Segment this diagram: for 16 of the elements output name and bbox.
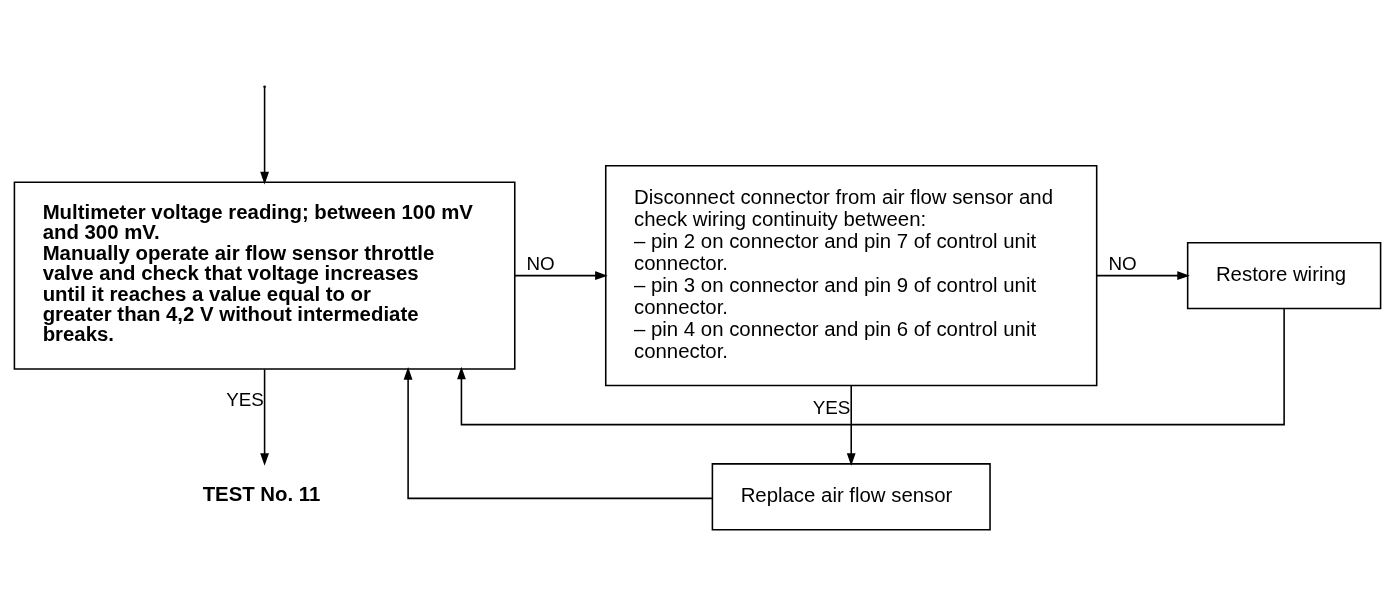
node-box: Restore wiring [1186, 241, 1382, 310]
arrow [846, 384, 856, 466]
arrow [260, 368, 269, 466]
node-box: Disconnect connector from air flow sensor and check wiring continuity between: – pin 2 on connector and pin 7 of control unit connector. – pin 3 on connector and pin 9 of control unit connector. – pin 4 on connector and pin 6 of control unit connector. [604, 165, 1098, 387]
arrow [403, 367, 713, 500]
arrow [1096, 271, 1190, 281]
edge-label: NO [526, 253, 555, 275]
node-box: Replace air flow sensor [711, 463, 991, 531]
arrow [260, 87, 269, 185]
node-text: TEST No. 11 [202, 482, 321, 505]
edge-label: NO [1108, 253, 1137, 275]
edge-label: YES [812, 397, 851, 419]
arrow [457, 307, 1285, 426]
edge-label: YES [226, 389, 264, 411]
node-box: Multimeter voltage reading; between 100 mV and 300 mV. Manually operate air flow sensor throttle valve and check that voltage increases until it reaches a value equal to or greater than 4,2 V without intermediate breaks. [13, 181, 516, 370]
arrow [514, 271, 608, 281]
